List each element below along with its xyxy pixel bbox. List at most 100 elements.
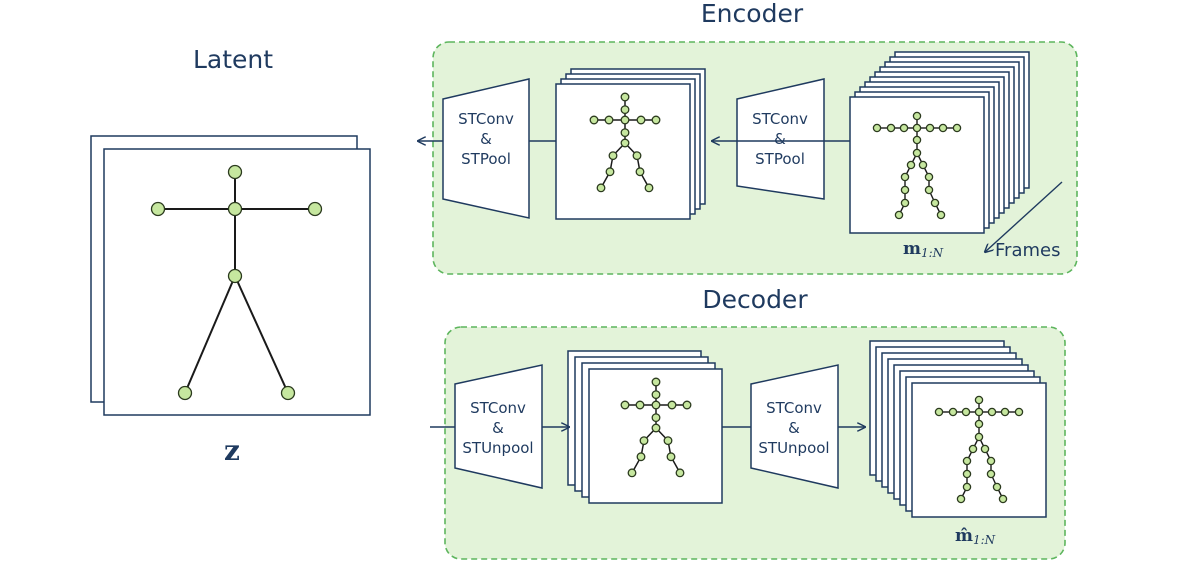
- joint: [627, 468, 637, 478]
- joint: [620, 115, 630, 125]
- decoder-block-2-line2: &: [788, 419, 800, 437]
- joint: [620, 138, 630, 148]
- joint: [918, 160, 928, 170]
- decoder-block-2-line1: STConv: [766, 399, 822, 417]
- joint: [620, 105, 630, 115]
- joint: [651, 423, 661, 433]
- joint: [924, 185, 934, 195]
- encoder-title: Encoder: [701, 0, 804, 28]
- joint: [1014, 407, 1024, 417]
- encoder-input-skeleton: [872, 111, 962, 220]
- joint: [620, 400, 630, 410]
- joint: [227, 201, 243, 217]
- decoder-output-label: m̂1:N: [955, 526, 996, 547]
- encoder-input-stack: [849, 51, 1030, 234]
- joint: [636, 452, 646, 462]
- joint: [924, 172, 934, 182]
- joint: [596, 183, 606, 193]
- joint: [651, 390, 661, 400]
- joint: [962, 482, 972, 492]
- encoder-block-1-line2: &: [480, 130, 492, 148]
- joint: [906, 160, 916, 170]
- joint: [635, 167, 645, 177]
- joint: [667, 400, 677, 410]
- joint: [961, 407, 971, 417]
- encoder-block-1-line3: STPool: [461, 150, 511, 168]
- decoder-output-stack: [869, 340, 1047, 518]
- frames-axis-arrow: [985, 181, 1063, 252]
- encoder-block-2: STConv & STPool: [736, 78, 825, 200]
- encoder-block-2-line1: STConv: [752, 110, 808, 128]
- encoder-block-1: STConv & STPool: [442, 78, 530, 219]
- joint: [651, 400, 661, 410]
- joint: [948, 407, 958, 417]
- joint: [675, 468, 685, 478]
- joint: [605, 167, 615, 177]
- decoder-feature-skeleton: [620, 377, 692, 478]
- joint: [986, 469, 996, 479]
- joint: [900, 172, 910, 182]
- latent-frame-stack: [90, 135, 371, 416]
- joint: [589, 115, 599, 125]
- joint: [980, 444, 990, 454]
- joint: [936, 210, 946, 220]
- decoder-block-1: STConv & STUnpool: [454, 364, 543, 489]
- bone: [234, 275, 289, 394]
- joint: [998, 494, 1008, 504]
- joint: [974, 407, 984, 417]
- encoder-input-label: m1:N: [903, 239, 944, 260]
- joint: [620, 128, 630, 138]
- joint: [894, 210, 904, 220]
- decoder-block-2-line3: STUnpool: [758, 439, 829, 457]
- decoder-block-1-line3: STUnpool: [462, 439, 533, 457]
- joint: [632, 151, 642, 161]
- joint: [227, 268, 243, 284]
- joint: [651, 377, 661, 387]
- skeletons: [150, 92, 1024, 504]
- decoder-block-2: STConv & STUnpool: [750, 364, 839, 489]
- joint: [150, 201, 166, 217]
- joint: [900, 185, 910, 195]
- joint: [666, 452, 676, 462]
- joint: [900, 198, 910, 208]
- joint: [962, 469, 972, 479]
- joint: [912, 123, 922, 133]
- latent-symbol: z: [224, 434, 240, 467]
- joint: [307, 201, 323, 217]
- encoder-feature-skeleton: [589, 92, 661, 193]
- joint: [620, 92, 630, 102]
- encoder-feature-stack: [555, 68, 706, 220]
- joint: [934, 407, 944, 417]
- joint: [974, 419, 984, 429]
- joint: [899, 123, 909, 133]
- encoder-block-2-line2: &: [774, 130, 786, 148]
- joint: [872, 123, 882, 133]
- joint: [974, 432, 984, 442]
- joint: [974, 395, 984, 405]
- decoder-feature-stack: [567, 350, 723, 504]
- joint: [956, 494, 966, 504]
- decoder-output-skeleton: [934, 395, 1024, 504]
- joint: [682, 400, 692, 410]
- joint: [886, 123, 896, 133]
- joint: [636, 115, 646, 125]
- joint: [639, 436, 649, 446]
- joint: [986, 456, 996, 466]
- joint: [925, 123, 935, 133]
- joint: [952, 123, 962, 133]
- encoder-block-2-line3: STPool: [755, 150, 805, 168]
- joint: [651, 115, 661, 125]
- joint: [644, 183, 654, 193]
- joint: [968, 444, 978, 454]
- decoder-title: Decoder: [702, 285, 808, 314]
- joint: [987, 407, 997, 417]
- joint: [992, 482, 1002, 492]
- encoder-block-1-line1: STConv: [458, 110, 514, 128]
- joint: [1000, 407, 1010, 417]
- joint: [930, 198, 940, 208]
- joint: [912, 135, 922, 145]
- joint: [635, 400, 645, 410]
- joint: [912, 111, 922, 121]
- frames-label: Frames: [995, 240, 1060, 261]
